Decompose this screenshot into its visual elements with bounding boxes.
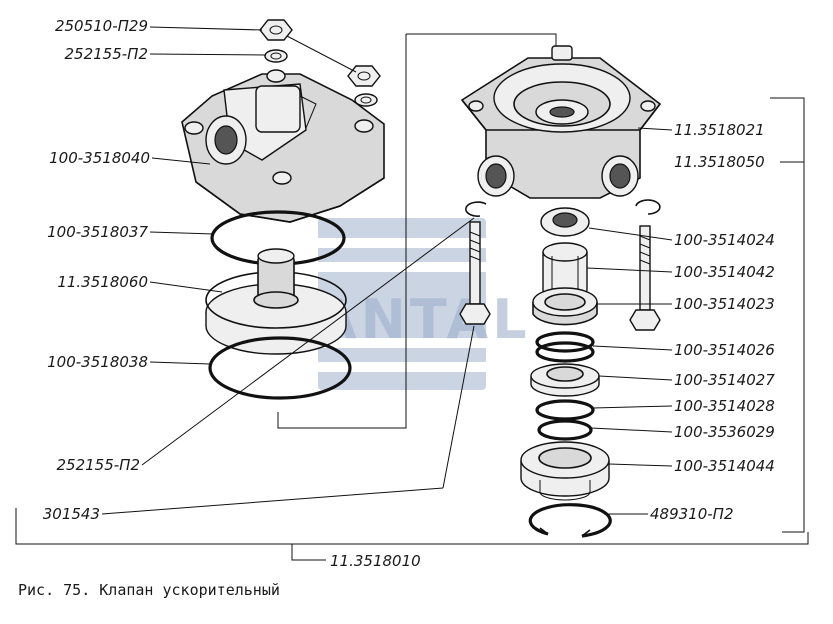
label-washer-top: 252155-П2 bbox=[64, 45, 149, 63]
figure-caption: Рис. 75. Клапан ускорительный bbox=[18, 581, 280, 599]
o-ring-small bbox=[537, 419, 593, 441]
label-o-ring-lower: 100-3518038 bbox=[47, 353, 148, 371]
short-bolt bbox=[629, 225, 661, 331]
label-guide-ring: 100-3514023 bbox=[674, 295, 775, 313]
spring bbox=[535, 331, 595, 363]
label-sleeve: 100-3514042 bbox=[674, 263, 775, 281]
label-retaining-ring: 489310-П2 bbox=[650, 505, 734, 523]
nut-top-left bbox=[259, 19, 293, 41]
retaining-ring bbox=[528, 503, 612, 538]
label-spring: 100-3514026 bbox=[674, 341, 775, 359]
o-ring-lower bbox=[208, 336, 352, 400]
valve-seat bbox=[540, 207, 590, 237]
label-spring-seat: 100-3514028 bbox=[674, 397, 775, 415]
valve-body bbox=[460, 45, 662, 199]
snap-ring-small-right bbox=[635, 199, 661, 215]
label-valve-body: 11.3518021 bbox=[674, 121, 765, 139]
nut-cover-right bbox=[347, 65, 381, 107]
label-nut: 250510-П29 bbox=[54, 17, 148, 35]
label-washer-bottom: 252155-П2 bbox=[56, 456, 141, 474]
long-bolt bbox=[459, 221, 491, 325]
label-body-assembly: 11.3518050 bbox=[674, 153, 765, 171]
washer-top-left bbox=[264, 49, 288, 63]
label-valve-seat: 100-3514024 bbox=[674, 231, 775, 249]
spring-seat bbox=[535, 399, 595, 421]
label-cover: 100-3518040 bbox=[49, 149, 150, 167]
upper-cover bbox=[181, 69, 385, 223]
label-piston: 11.3518060 bbox=[57, 273, 148, 291]
label-o-ring-upper: 100-3518037 bbox=[47, 223, 148, 241]
guide-ring bbox=[532, 287, 598, 326]
valve bbox=[530, 363, 600, 397]
exhaust-housing bbox=[520, 441, 610, 501]
snap-ring-small-left bbox=[465, 201, 487, 217]
leader-lines bbox=[15, 26, 809, 561]
label-o-ring-small: 100-3536029 bbox=[674, 423, 775, 441]
label-valve: 100-3514027 bbox=[674, 371, 775, 389]
label-exhaust-housing: 100-3514044 bbox=[674, 457, 775, 475]
label-long-bolt: 301543 bbox=[42, 505, 100, 523]
sleeve bbox=[542, 242, 588, 300]
label-assembly: 11.3518010 bbox=[330, 552, 421, 570]
